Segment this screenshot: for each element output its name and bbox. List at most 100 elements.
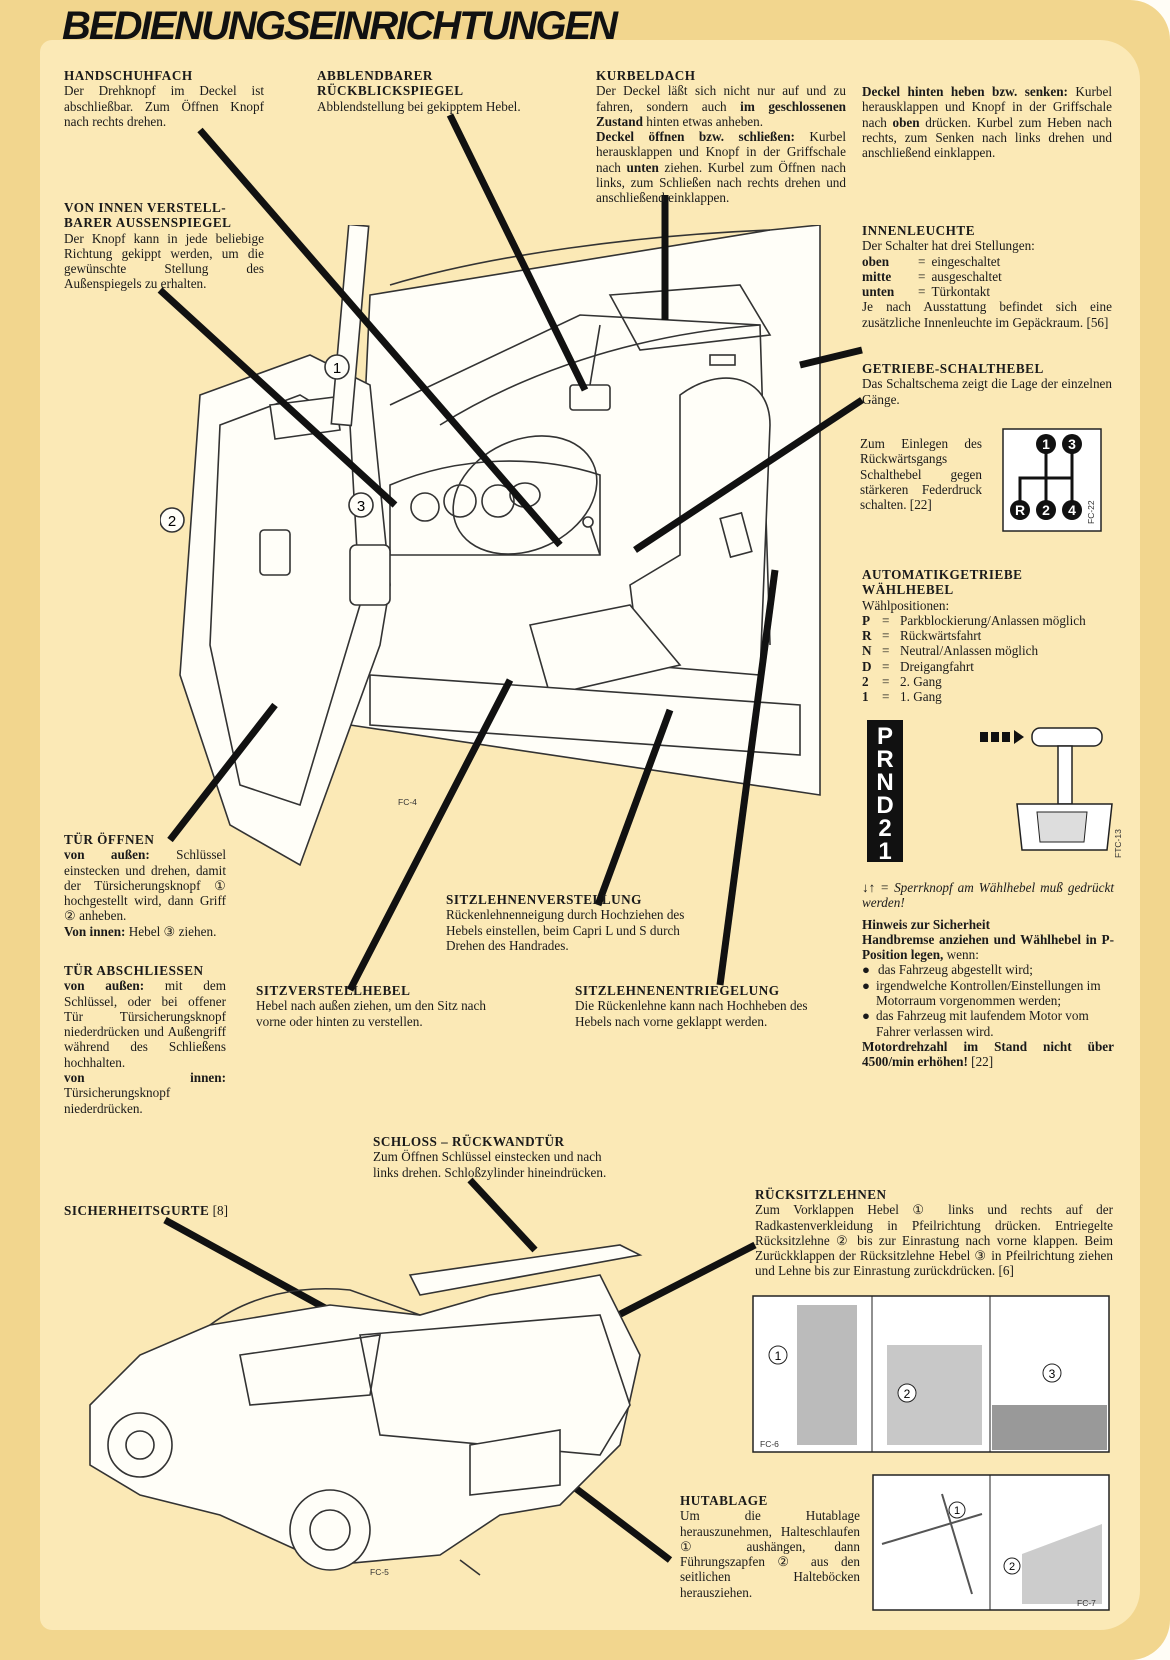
selector-d: D [876,792,893,819]
final-bold: Motordrehzahl im Stand nicht über 4500/m… [862,1038,1114,1070]
heading-kurbeldach: KURBELDACH [596,68,696,83]
section-hutablage: HUTABLAGE Um die Hutablage herauszunehme… [680,1493,860,1600]
selector-r: R [876,746,893,773]
rear-seat-photos: 1 2 3 FC-6 [752,1295,1110,1453]
kurbeldach-t3c: drücken. Kurbel zum Heben nach rechts, z… [862,114,1112,161]
section-innenleuchte: INNENLEUCHTE Der Schalter hat drei Stell… [862,223,1112,330]
section-sicherheit: ↓↑ = Sperrknopf am Wählhebel muß gedrück… [862,880,1114,1070]
section-schloss: SCHLOSS – RÜCKWANDTÜR Zum Öffnen Schlüss… [373,1134,626,1180]
innenleuchte-row-mitte: mitte=ausgeschaltet [862,268,1002,284]
text-hutablage: Um die Hutablage herauszunehmen, Haltesc… [680,1508,860,1600]
automatik-row-d: D=Dreigangfahrt [862,658,974,674]
section-kurbeldach: KURBELDACH Der Deckel läßt sich nicht nu… [596,68,846,206]
figure-code-fc5: FC-5 [370,1567,389,1577]
figure-code-fc6: FC-6 [760,1439,779,1449]
heading-automatik-2: WÄHLHEBEL [862,582,954,598]
section-aussenspiegel: VON INNEN VERSTELL- BARER AUSSENSPIEGEL … [64,200,264,292]
heading-aussenspiegel-1: VON INNEN VERSTELL- [64,200,227,215]
kurbeldach-t2b: Deckel öffnen bzw. schließen: [596,129,795,145]
automatik-intro: Wählpositionen: [862,597,950,613]
safety-heading: Hinweis zur Sicherheit [862,916,990,932]
section-kurbeldach-cont: Deckel hinten heben bzw. senken: Kurbel … [862,84,1112,160]
figure-code-fc4: FC-4 [398,797,417,807]
heading-tuer-oeffnen: TÜR ÖFFNEN [64,832,155,847]
automatik-row-1: 1=1. Gang [862,689,942,705]
heading-ruecksitzlehnen: RÜCKSITZLEHNEN [755,1187,887,1202]
section-sitzlehnenentriegelung: SITZLEHNENENTRIEGELUNG Die Rückenlehne k… [575,983,830,1029]
heading-schloss: SCHLOSS – RÜCKWANDTÜR [373,1134,565,1149]
text-handschuhfach: Der Drehknopf im Deckel ist abschließbar… [64,83,264,129]
safety-bullet-1: ●das Fahrzeug abgestellt wird; [862,962,1033,978]
safety-bold: Handbremse anziehen und Wählhebel in P-P… [862,931,1114,963]
section-tuer-abschliessen: TÜR ABSCHLIESSEN von außen: mit dem Schl… [64,963,226,1116]
selector-1: 1 [878,838,891,864]
tuer-abschliessen-b2: von innen: [64,1070,226,1086]
section-sitzlehnenverstellung: SITZLEHNENVERSTELLUNG Rückenlehnenneigun… [446,892,696,953]
heading-getriebe: GETRIEBE-SCHALTHEBEL [862,361,1044,376]
section-sitzverstellhebel: SITZVERSTELLHEBEL Hebel nach außen ziehe… [256,983,511,1029]
kurbeldach-t3o: oben [892,114,920,130]
section-handschuhfach: HANDSCHUHFACH Der Drehknopf im Deckel is… [64,68,264,129]
getriebe-reverse-text: Zum Einlegen des Rückwärtsgangs Schalthe… [860,436,982,513]
text-sitzverstellhebel: Hebel nach außen ziehen, um den Sitz nac… [256,998,486,1029]
photo-callout-3: 3 [1049,1367,1056,1381]
tuer-abschliessen-t2: Türsicherungsknopf niederdrücken. [64,1085,171,1116]
section-tuer-oeffnen: TÜR ÖFFNEN von außen: Schlüssel einsteck… [64,832,226,939]
safety-bullet-2: ●irgendwelche Kontrollen/Einstellungen i… [862,977,1101,1009]
kurbeldach-t1c: hinten etwas anheben. [642,113,764,129]
shelf-callout-2: 2 [1009,1561,1015,1573]
heading-innenleuchte: INNENLEUCHTE [862,223,975,238]
heading-sitzlehnenverstellung: SITZLEHNENVERSTELLUNG [446,892,642,907]
getriebe-text: Das Schaltschema zeigt die Lage der einz… [862,376,1112,407]
text-aussenspiegel: Der Knopf kann in jede beliebige Richtun… [64,230,264,292]
gear-label-2: 2 [1042,502,1050,518]
innenleuchte-row-oben: oben=eingeschaltet [862,253,1001,269]
heading-abblendbarer: ABBLENDBARER [317,68,433,83]
safety-when: wenn: [943,947,979,963]
gear-label-1: 1 [1042,436,1050,452]
automatik-row-r: R=Rückwärtsfahrt [862,628,982,644]
text-sitzlehnenentriegelung: Die Rückenlehne kann nach Hochheben des … [575,998,808,1029]
car-illustration: FC-5 [89,1244,643,1577]
tuer-oeffnen-b2: Von innen: [64,923,126,939]
selector-n: N [876,769,893,796]
photo-callout-1: 1 [775,1349,782,1363]
section-rueckblickspiegel: ABBLENDBARER RÜCKBLICKSPIEGEL Abblendste… [317,68,557,114]
kurbeldach-t2: Kurbel herausklappen und Knopf in der Gr… [596,129,846,175]
kurbeldach-t3b: Deckel hinten heben bzw. senken: [862,84,1068,99]
heading-hutablage: HUTABLAGE [680,1493,768,1508]
ref-sicherheitsgurte: [8] [209,1203,229,1218]
heading-sicherheitsgurte: SICHERHEITSGURTE [64,1203,210,1218]
automatic-selector: P R N D 2 1 FTC-13 [867,720,1123,864]
automatik-row-n: N=Neutral/Anlassen möglich [862,643,1039,659]
kurbeldach-t1: Der Deckel läßt sich nicht nur auf und z… [596,83,846,114]
heading-sitzverstellhebel: SITZVERSTELLHEBEL [256,983,411,998]
innenleuchte-text: Je nach Ausstattung befindet sich eine z… [862,299,1112,330]
tuer-abschliessen-b1: von außen: [64,978,145,994]
callout-1: 1 [333,360,341,377]
parcel-shelf-photos: 1 2 FC-7 [872,1474,1110,1611]
text-ruecksitzlehnen: Zum Vorklappen Hebel ① links und rechts … [755,1202,1113,1279]
section-automatik: AUTOMATIKGETRIEBE WÄHLHEBEL Wählposition… [862,567,1112,705]
heading-aussenspiegel-2: BARER AUSSENSPIEGEL [64,215,232,231]
safety-bullet-3: ●das Fahrzeug mit laufendem Motor vom Fa… [862,1008,1089,1039]
callout-3: 3 [357,498,365,515]
text-schloss: Zum Öffnen Schlüssel einstecken und nach… [373,1149,607,1180]
figure-code-fc22: FC-22 [1086,500,1096,524]
text-sitzlehnenverstellung: Rückenlehnenneigung durch Hochziehen des… [446,907,685,953]
kurbeldach-t1b: im geschlossenen Zustand [596,98,846,129]
section-rueckwaertsgang: Zum Einlegen des Rückwärtsgangs Schalthe… [860,436,982,512]
shelf-callout-1: 1 [954,1505,960,1517]
text-rueckblickspiegel: Abblendstellung bei gekipptem Hebel. [317,98,521,114]
gear-shift-pattern: 1 3 R 2 4 FC-22 [1002,428,1102,532]
section-ruecksitzlehnen: RÜCKSITZLEHNEN Zum Vorklappen Hebel ① li… [755,1187,1113,1279]
section-sicherheitsgurte: SICHERHEITSGURTE [8] [64,1203,314,1218]
selector-p: P [877,723,893,750]
kurbeldach-t2c: ziehen. Kurbel zum Öffnen nach links, zu… [596,159,846,206]
automatik-note: ↓↑ = Sperrknopf am Wählhebel muß gedrück… [862,880,1114,911]
heading-automatik-1: AUTOMATIKGETRIEBE [862,567,1023,582]
figure-code-fc7: FC-7 [1077,1598,1096,1608]
heading-sitzlehnenentriegelung: SITZLEHNENENTRIEGELUNG [575,983,780,998]
kurbeldach-t3: Kurbel herausklappen und Knopf in der Gr… [862,84,1113,130]
innenleuchte-row-unten: unten=Türkontakt [862,284,991,300]
